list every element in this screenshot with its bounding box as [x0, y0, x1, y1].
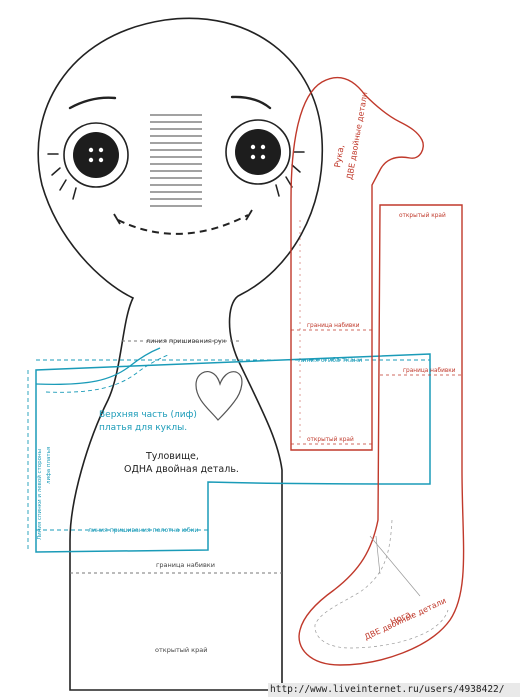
leg-heel-line — [369, 535, 421, 597]
arm-label-1: Рука, — [333, 144, 347, 169]
arm-label-2: ДВЕ двойные детали — [345, 91, 369, 180]
left-eyebrow — [68, 96, 117, 110]
mouth-end-right — [245, 209, 253, 221]
leg-stuffing-label: граница набивки — [403, 368, 456, 374]
leg-open-edge-label: открытый край — [399, 212, 446, 219]
heart-icon — [195, 371, 243, 421]
arm-open-edge-label: открытый край — [307, 436, 354, 443]
button-eye-icon — [63, 122, 129, 188]
torso-label-1: Туловище, — [145, 451, 199, 462]
button-eye-icon — [225, 119, 291, 185]
watermark-url[interactable]: http://www.liveinternet.ru/users/4938422… — [270, 684, 505, 695]
bodice-outline — [35, 353, 431, 553]
nose-lines — [150, 114, 202, 207]
watermark-bar — [268, 683, 520, 697]
bodice-neckline — [35, 347, 161, 386]
right-eyebrow — [230, 95, 272, 110]
arm-outline — [290, 77, 424, 451]
leg-foot-dashed — [314, 519, 449, 649]
left-eye-lashes — [47, 153, 77, 200]
body-open-edge-label: открытый край — [155, 646, 207, 654]
torso-label-2: ОДНА двойная деталь. — [124, 464, 239, 475]
leg-heel-line-2 — [375, 535, 381, 575]
skirt-attach-label: линия пришивания полотна юбки — [88, 526, 198, 534]
bodice-title-2: платья для куклы. — [99, 423, 187, 433]
doll-body-outline — [37, 17, 324, 691]
arm-stuffing-label: граница набивки — [307, 323, 360, 329]
arm-attach-label: линия пришивания рук — [146, 337, 226, 345]
leg-outline — [298, 204, 465, 666]
side-note-2: лифа платья — [46, 447, 52, 484]
side-note-1: Линия спинки и левой стороны — [36, 449, 43, 540]
mouth-stitches — [117, 214, 249, 235]
fold-line-label: линия сгиба ткани — [298, 356, 362, 364]
mouth-end-left — [113, 213, 121, 225]
bodice-title-1: Верхняя часть (лиф) — [99, 410, 197, 420]
body-stuffing-label: граница набивки — [156, 561, 215, 569]
bodice-neckline-dashed — [45, 354, 169, 393]
